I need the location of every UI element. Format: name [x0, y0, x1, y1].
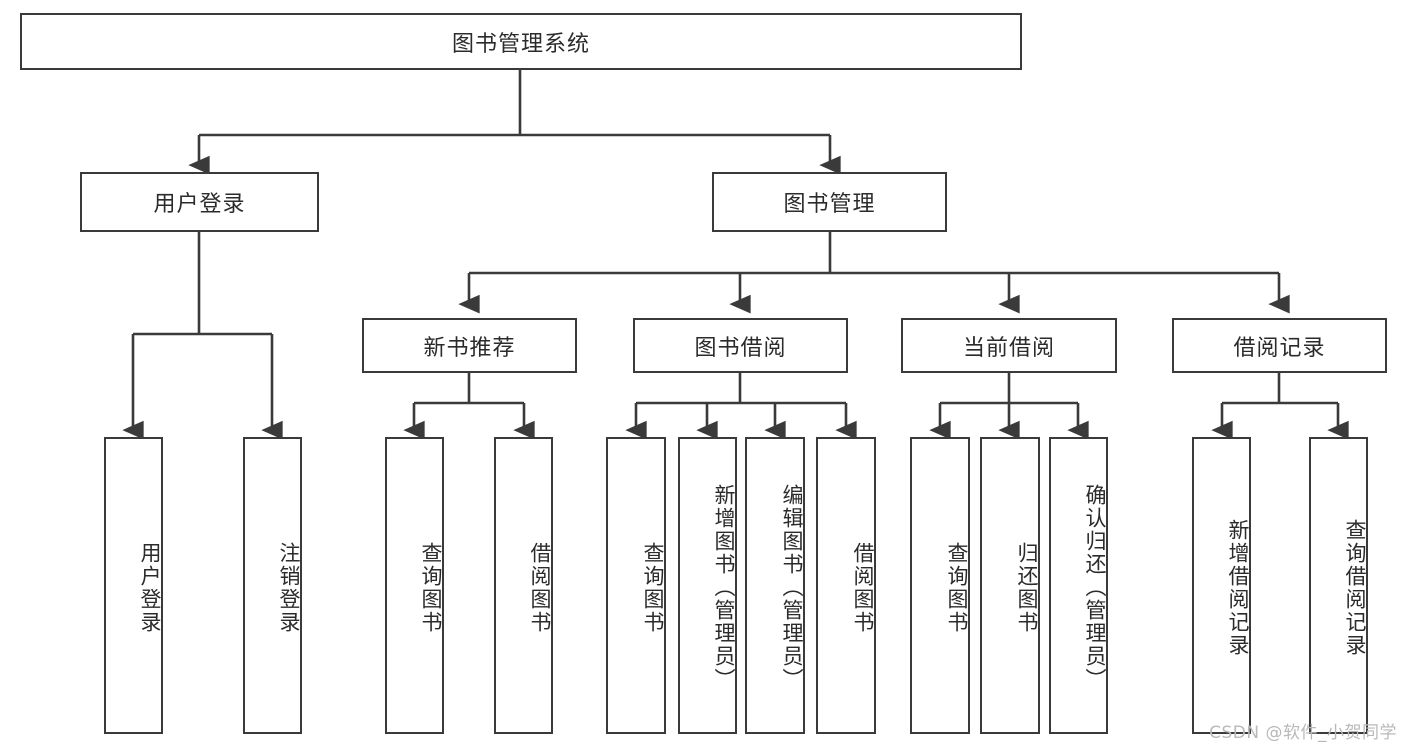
- node-leaf-query-book-3-label: 查询图书: [945, 541, 969, 634]
- node-borrow-record-label: 借阅记录: [1233, 335, 1326, 361]
- node-leaf-borrow-book-2-label: 借阅图书: [851, 541, 875, 634]
- csdn-watermark: CSDN @软件_小贺同学: [1209, 723, 1397, 743]
- node-leaf-query-book-3[interactable]: 查询图书: [910, 437, 970, 734]
- node-leaf-borrow-book-1-label: 借阅图书: [528, 541, 552, 634]
- node-book-borrow-label: 图书借阅: [694, 335, 787, 361]
- node-leaf-user-login-label: 用户登录: [138, 541, 162, 634]
- node-leaf-query-book-1[interactable]: 查询图书: [385, 437, 444, 734]
- node-book-management-label: 图书管理: [783, 192, 876, 217]
- node-user-login-label: 用户登录: [153, 192, 246, 217]
- node-new-book-recommend[interactable]: 新书推荐: [362, 318, 577, 373]
- node-book-borrow[interactable]: 图书借阅: [633, 318, 848, 373]
- node-current-borrow-label: 当前借阅: [962, 335, 1055, 361]
- node-new-book-recommend-label: 新书推荐: [423, 335, 516, 361]
- node-borrow-record[interactable]: 借阅记录: [1172, 318, 1387, 373]
- node-leaf-query-book-2[interactable]: 查询图书: [606, 437, 666, 734]
- node-leaf-add-borrow-record-label: 新增借阅记录: [1226, 518, 1250, 657]
- node-current-borrow[interactable]: 当前借阅: [901, 318, 1117, 373]
- node-leaf-add-book-admin-label: 新增图书（管理员）: [712, 484, 736, 691]
- node-book-management[interactable]: 图书管理: [712, 172, 947, 232]
- node-leaf-edit-book-admin-label: 编辑图书（管理员）: [780, 484, 804, 691]
- node-leaf-query-book-1-label: 查询图书: [419, 541, 443, 634]
- node-leaf-borrow-book-2[interactable]: 借阅图书: [816, 437, 876, 734]
- node-leaf-query-borrow-record-label: 查询借阅记录: [1343, 518, 1367, 657]
- node-leaf-confirm-return-admin-label: 确认归还（管理员）: [1083, 484, 1107, 691]
- node-leaf-add-borrow-record[interactable]: 新增借阅记录: [1192, 437, 1251, 734]
- node-leaf-query-book-2-label: 查询图书: [641, 541, 665, 634]
- node-root[interactable]: 图书管理系统: [20, 13, 1022, 70]
- node-leaf-user-login[interactable]: 用户登录: [104, 437, 163, 734]
- node-leaf-add-book-admin[interactable]: 新增图书（管理员）: [678, 437, 737, 734]
- node-leaf-return-book-label: 归还图书: [1015, 541, 1039, 634]
- node-leaf-confirm-return-admin[interactable]: 确认归还（管理员）: [1049, 437, 1108, 734]
- node-user-login[interactable]: 用户登录: [80, 172, 319, 232]
- node-leaf-logout[interactable]: 注销登录: [243, 437, 302, 734]
- node-root-label: 图书管理系统: [451, 31, 590, 57]
- node-leaf-return-book[interactable]: 归还图书: [980, 437, 1040, 734]
- node-leaf-borrow-book-1[interactable]: 借阅图书: [494, 437, 553, 734]
- node-leaf-edit-book-admin[interactable]: 编辑图书（管理员）: [745, 437, 805, 734]
- node-leaf-logout-label: 注销登录: [277, 541, 301, 634]
- node-leaf-query-borrow-record[interactable]: 查询借阅记录: [1309, 437, 1368, 734]
